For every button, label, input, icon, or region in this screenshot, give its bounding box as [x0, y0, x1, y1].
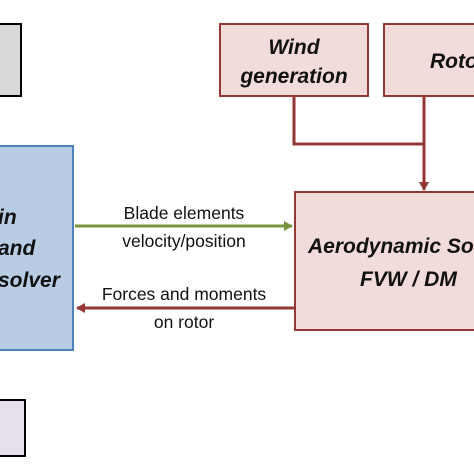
wind-to-aero-connector: [292, 96, 424, 146]
gray-box-partial: [0, 23, 22, 97]
solver-label-line2: and: [0, 237, 37, 260]
aero-label-line1: Aerodynamic So: [307, 235, 474, 258]
lavender-box-partial: [0, 399, 26, 457]
wind-generation-label-line2: generation: [239, 65, 347, 88]
aerodynamic-solver-box: Aerodynamic So FVW / DM: [294, 191, 474, 331]
wind-generation-label-line1: Wind: [268, 36, 320, 59]
wind-generation-box: Wind generation: [219, 23, 369, 97]
forces-moments-label-line2: on rotor: [154, 312, 214, 332]
forces-moments-label-line1: Forces and moments: [102, 284, 267, 304]
solver-label-line1: in: [0, 206, 17, 229]
solver-label-line3: solver: [0, 269, 62, 292]
blade-elements-label-line2: velocity/position: [122, 231, 246, 251]
structural-solver-box: in and solver: [0, 145, 74, 351]
aero-label-line2: FVW / DM: [360, 268, 457, 291]
blade-elements-label-line1: Blade elements: [124, 203, 245, 223]
rotor-label-line1: Roto: [430, 50, 474, 73]
rotor-box: Roto: [383, 23, 474, 97]
